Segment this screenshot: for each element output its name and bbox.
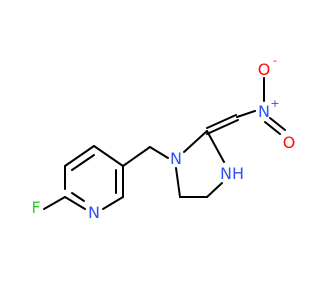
atom-nitro-oxygen-anion: O	[258, 60, 271, 79]
nitro-nitrogen-charge: +	[270, 97, 279, 110]
bond-c4-ch2	[122, 146, 151, 167]
atom-pyridine-nitrogen: N	[88, 203, 100, 222]
bond-c3-c4	[93, 145, 124, 167]
bond-c2-c3-inner	[71, 154, 95, 171]
bond-c5im-n2	[175, 167, 181, 198]
bond-c1-f	[43, 196, 66, 210]
bond-ch2-n2	[149, 146, 169, 159]
structure-svg: F N N NH N + O - O	[31, 54, 296, 222]
bond-n4-o2-b	[264, 121, 281, 135]
bond-n2-c2im	[183, 130, 208, 153]
atom-ring-nitrogen: N	[170, 149, 182, 168]
nitro-oxygen-charge: -	[273, 54, 277, 67]
bond-c2-c3	[64, 145, 95, 167]
bond-c2im-n3	[206, 130, 225, 163]
bond-c2im-ch-b	[206, 119, 239, 135]
bond-n1-c1	[64, 196, 86, 210]
bond-n4-o2-a	[269, 117, 286, 131]
atom-nitro-nitrogen: N	[258, 102, 270, 121]
atom-ring-nh: NH	[220, 164, 244, 183]
atom-nitro-oxygen: O	[283, 133, 296, 152]
bond-n3-c4im	[206, 182, 223, 198]
bond-c5-n1	[102, 196, 124, 210]
bond-n1-c1-inner	[71, 192, 85, 202]
atom-fluorine: F	[31, 198, 40, 217]
molecule-diagram: F N N NH N + O - O	[31, 54, 296, 222]
bond-c2im-ch-a	[206, 114, 237, 129]
bond-ch-n4	[236, 110, 256, 118]
